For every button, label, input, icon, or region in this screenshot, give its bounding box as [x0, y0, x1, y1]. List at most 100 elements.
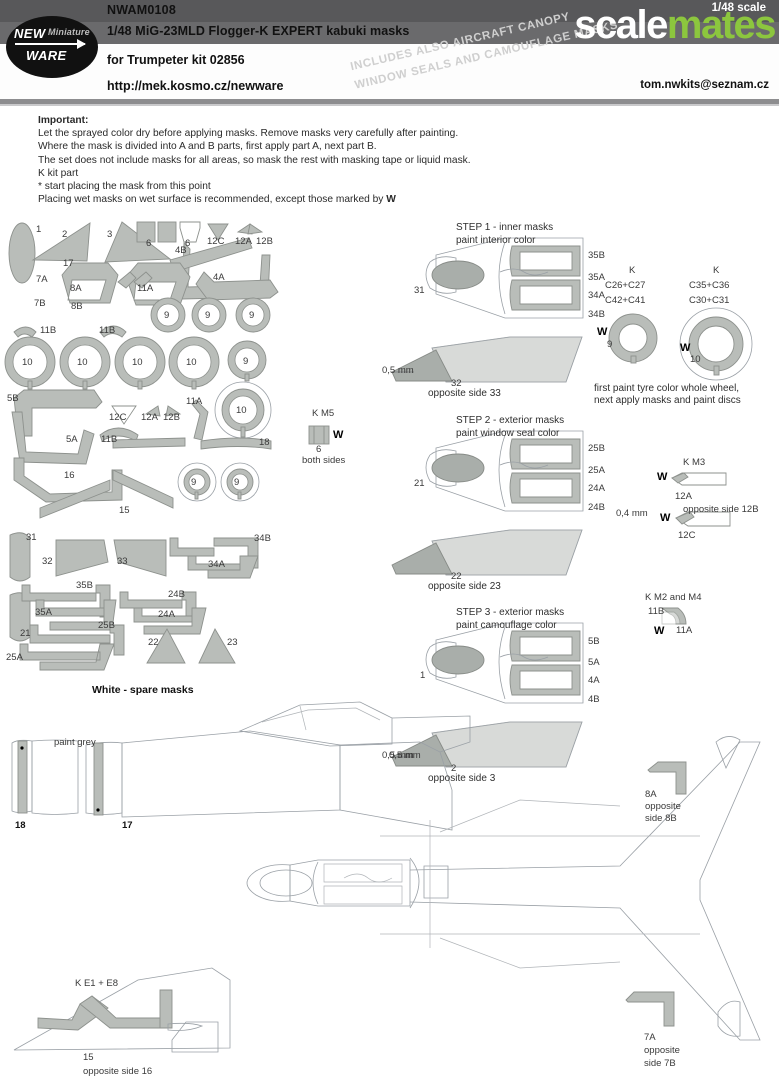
part-label-18-sheet: 18 [259, 437, 270, 448]
header-rule [0, 99, 779, 104]
part-label-11A-top: 11A [137, 283, 154, 294]
step1-label-35A: 35A [588, 272, 605, 283]
kit-reference: for Trumpeter kit 02856 [107, 53, 245, 67]
instruction-line-3: K kit part [38, 167, 79, 179]
step1-nose-label: 31 [414, 285, 425, 296]
step3-side-part: 2 [451, 763, 457, 774]
spare-label-22: 22 [148, 637, 159, 648]
wheel-small-kit-label: K [629, 265, 636, 276]
step3-diagram [391, 622, 584, 768]
km3-part-12A: 12A [675, 491, 692, 502]
watermark-scale-text: scale [574, 3, 668, 47]
website-link[interactable]: http://mek.kosmo.cz/newware [107, 79, 284, 93]
km3-wet-mark-a: W [657, 471, 668, 483]
header-rule-thin [0, 104, 779, 106]
lower-part-18: 18 [15, 820, 26, 831]
step3-nose-label: 1 [420, 670, 426, 681]
step3-side-note: opposite side 3 [428, 773, 496, 784]
step2-side-note: opposite side 23 [428, 581, 501, 592]
step2-label-25B: 25B [588, 443, 605, 454]
email-address[interactable]: tom.nwkits@seznam.cz [640, 79, 769, 91]
header-band-top [0, 0, 779, 22]
step1-dimension: 0,5 mm [382, 365, 414, 376]
part-label-12A-top: 12A [235, 236, 252, 247]
part-label-11B-low: 11B [101, 434, 118, 445]
step2-diagram [391, 430, 584, 576]
part-label-16-sheet: 16 [64, 470, 75, 481]
part-label-11B-left: 11B [40, 325, 57, 336]
step3-label-5A: 5A [588, 657, 600, 668]
spare-label-25B: 25B [98, 620, 115, 631]
header-band-light [0, 44, 779, 99]
logo-miniature-text: Miniature [48, 27, 90, 37]
instructions-heading: Important: [38, 115, 89, 126]
step1-label-34B: 34B [588, 309, 605, 320]
spare-label-24B: 24B [168, 589, 185, 600]
km5-title: K M5 [312, 408, 335, 419]
lower-note-8A-l1: opposite [645, 801, 681, 812]
step3-title: STEP 3 - exterior masks [456, 607, 565, 618]
km5-wet-mark: W [333, 429, 344, 441]
wheel-large-part: 10 [690, 354, 701, 365]
part-label-9-f: 9 [234, 477, 240, 488]
mask-sheet-row1 [8, 221, 279, 338]
part-label-9-c: 9 [249, 310, 255, 321]
wheel-note-line1: first paint tyre color whole wheel, [594, 383, 740, 394]
product-code: NWAM0108 [107, 3, 176, 17]
instruction-line-1: Where the mask is divided into A and B p… [38, 141, 377, 153]
part-label-12C-top: 12C [207, 236, 225, 247]
scalemates-watermark: scalemates [574, 3, 777, 47]
part-label-10-d: 10 [186, 357, 197, 368]
step3-subtitle: paint camouflage color [456, 620, 557, 631]
lower-part-17: 17 [122, 820, 133, 831]
part-label-11B-mid: 11B [99, 325, 116, 336]
step3-dimension: 0,5 mm [382, 750, 414, 761]
km24-label-11B: 11B [648, 606, 665, 617]
logo-arrow-icon [15, 39, 86, 49]
part-label-10-b: 10 [77, 357, 88, 368]
part-label-3: 3 [107, 229, 113, 240]
part-label-6b: 6 [185, 238, 191, 249]
mask-ring-group-9-top [150, 297, 271, 333]
step3-label-5B: 5B [588, 636, 600, 647]
part-label-10-a: 10 [22, 357, 33, 368]
watermark-mates-text: mates [666, 3, 777, 47]
part-label-9-d: 9 [243, 356, 249, 367]
spare-label-31: 31 [26, 532, 37, 543]
km24-label-11A: 11A [676, 625, 693, 636]
instruction-line-2: The set does not include masks for all a… [38, 154, 471, 166]
part-label-12B-top: 12B [256, 236, 273, 247]
step1-title: STEP 1 - inner masks [456, 222, 554, 233]
wet-mask-note: Placing wet masks on wet surface is reco… [38, 194, 387, 206]
step2-label-24B: 24B [588, 502, 605, 513]
km3-wet-mark-c: W [660, 512, 671, 524]
spare-label-21: 21 [20, 628, 31, 639]
lower-note-7A-l2: side 7B [644, 1058, 676, 1069]
part-label-5A: 5A [66, 434, 78, 445]
wheel-note-line2: next apply masks and paint discs [594, 395, 741, 406]
mask-sheet-row3 [11, 381, 272, 519]
part-label-9-a: 9 [164, 310, 170, 321]
lower-part-7A: 7A [644, 1032, 656, 1043]
wheel-large-colors-2: C30+C31 [689, 295, 730, 306]
wheel-small-wet-mark: W [597, 326, 608, 338]
step2-label-25A: 25A [588, 465, 605, 476]
step1-side-note: opposite side 33 [428, 388, 501, 399]
wheel-small-part: 9 [607, 339, 613, 350]
instruction-line-4: * start placing the mask from this point [38, 181, 211, 193]
part-label-10-c: 10 [132, 357, 143, 368]
header-band-second [0, 22, 779, 44]
lower-note-7A-l1: opposite [644, 1045, 680, 1056]
header: NEW Miniature WARE NWAM0108 1/48 MiG-23M… [0, 0, 779, 106]
mask-sheet-row2-wheels [4, 336, 267, 390]
spare-masks-title: White - spare masks [92, 684, 194, 696]
part-label-12B-mid: 12B [163, 412, 180, 423]
part-label-17-sheet: 17 [63, 258, 74, 269]
spare-label-35B: 35B [76, 580, 93, 591]
step3-label-4A: 4A [588, 675, 600, 686]
km5-part: 6 [316, 444, 322, 455]
logo-new-text: NEW [14, 26, 46, 41]
step2-dimension: 0,4 mm [616, 508, 648, 519]
